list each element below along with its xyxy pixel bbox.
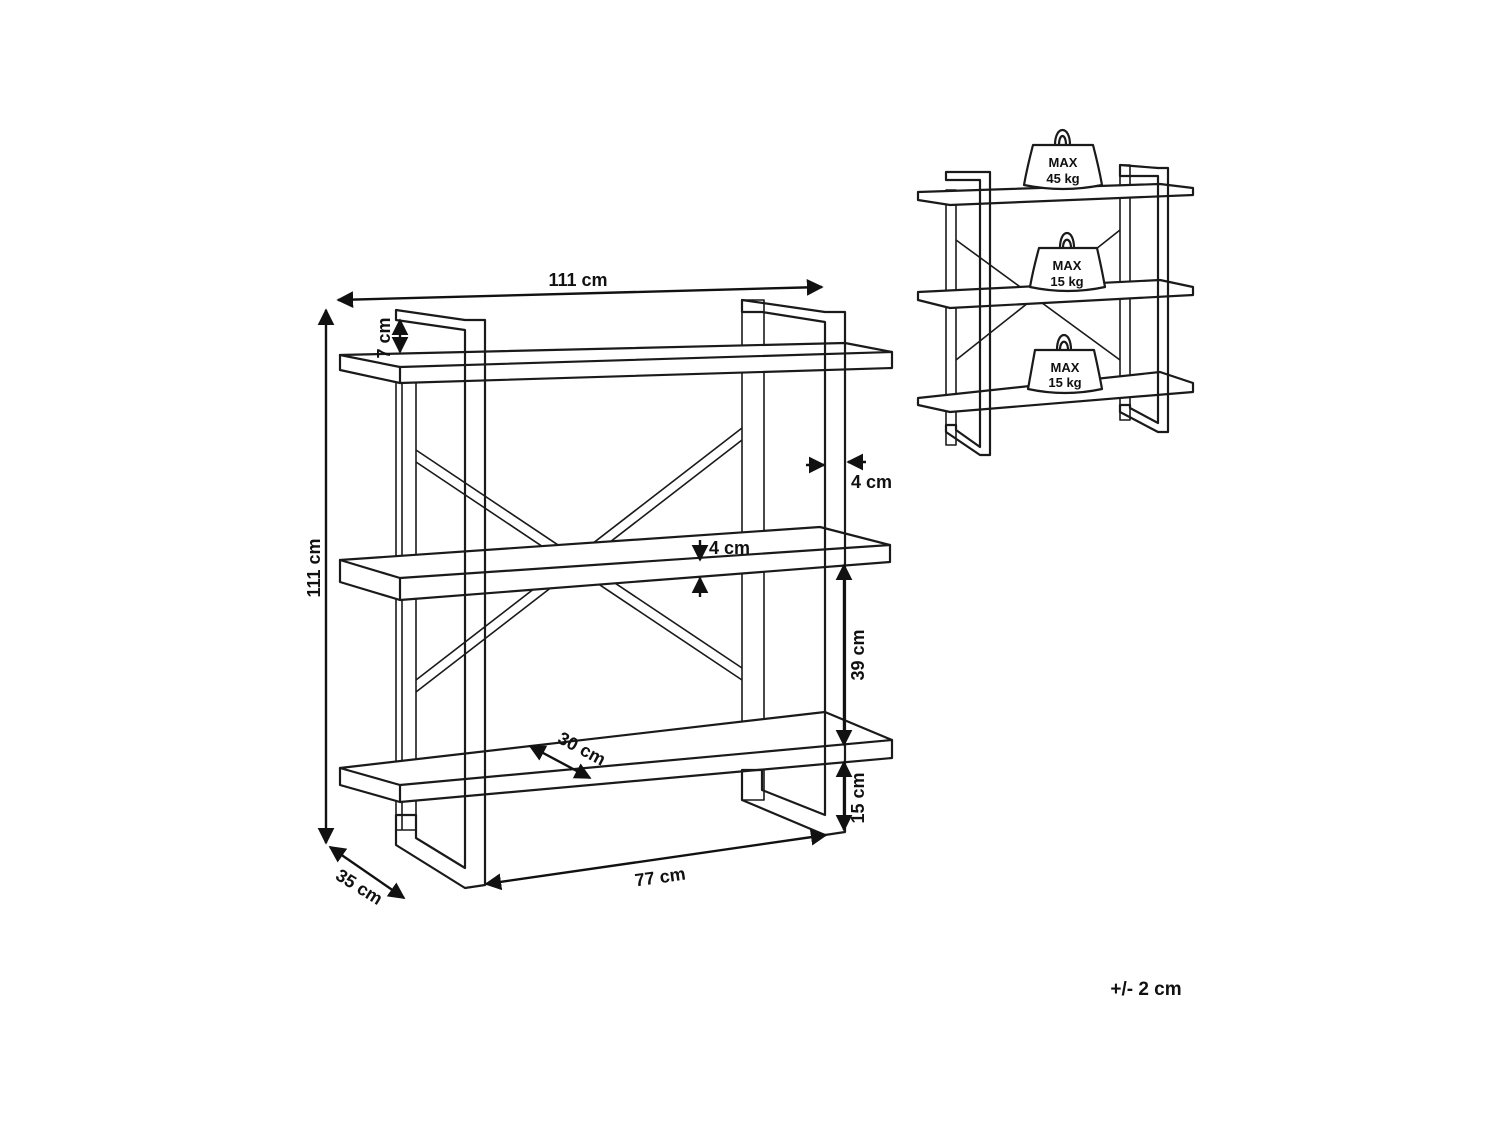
label-frame-thickness: 4 cm [851, 472, 892, 492]
weight-middle: MAX 15 kg [1028, 231, 1107, 293]
weight-bottom: MAX 15 kg [1026, 333, 1104, 395]
weight-middle-value: 15 kg [1050, 274, 1083, 289]
weight-top-max: MAX [1049, 155, 1078, 170]
weight-top-value: 45 kg [1046, 171, 1079, 186]
shelf-top [338, 341, 894, 385]
label-shelf-spacing: 39 cm [848, 629, 868, 680]
label-total-depth: 35 cm [332, 865, 386, 909]
weight-middle-max: MAX [1053, 258, 1082, 273]
label-bottom-clearance: 15 cm [848, 772, 868, 823]
total-depth-arrow [328, 846, 406, 899]
shelf-middle [338, 525, 892, 602]
weight-top: MAX 45 kg [1022, 128, 1104, 191]
front-right-frame [740, 298, 847, 837]
inner-width-arrow [484, 828, 828, 891]
main-shelf-drawing: 111 cm 111 cm 7 cm 4 cm 4 cm 39 cm 30 cm… [304, 270, 894, 909]
dimension-arrows [317, 279, 866, 899]
weight-bottom-value: 15 kg [1048, 375, 1081, 390]
tolerance-note: +/- 2 cm [1110, 979, 1181, 1000]
label-shelf-thickness: 4 cm [709, 538, 750, 558]
load-capacity-drawing: MAX 45 kg MAX 15 kg MAX 15 kg [916, 128, 1195, 457]
weight-bottom-max: MAX [1051, 360, 1080, 375]
shelf-bottom [338, 710, 894, 804]
depth-arrow [528, 744, 592, 780]
label-width-top: 111 cm [548, 270, 607, 290]
width-arrow [336, 279, 824, 308]
label-top-offset: 7 cm [374, 317, 394, 358]
label-inner-width: 77 cm [633, 864, 686, 891]
label-height-total: 111 cm [304, 538, 324, 597]
front-left-frame [394, 308, 487, 890]
